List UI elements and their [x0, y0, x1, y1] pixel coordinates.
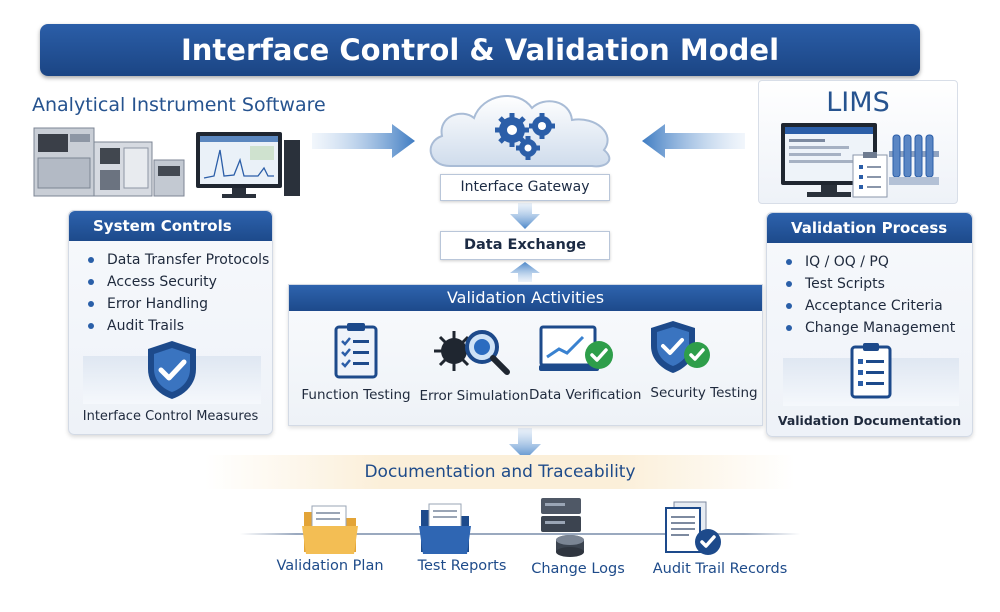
arrow-to-documentation — [509, 428, 541, 460]
list-item: Error Handling — [83, 293, 269, 315]
lims-panel: LIMS — [758, 80, 958, 204]
activity-function-testing: Function Testing — [301, 387, 411, 403]
lims-computer-icon — [781, 123, 939, 198]
virus-magnifier-icon — [434, 330, 510, 375]
list-item: IQ / OQ / PQ — [781, 251, 955, 273]
list-item: Test Scripts — [781, 273, 955, 295]
doc-validation-plan: Validation Plan — [276, 558, 384, 574]
instrument-software-title: Analytical Instrument Software — [32, 94, 326, 116]
cloud-gears-icon — [429, 94, 611, 168]
instrument-computer-icon — [33, 127, 300, 198]
validation-activities-panel: Validation Activities Function Testing E… — [288, 284, 763, 426]
server-icon — [541, 498, 584, 557]
documentation-band — [205, 455, 795, 489]
diagram-title: Interface Control & Validation Model — [40, 24, 920, 76]
shield-check-icon — [651, 321, 710, 373]
system-controls-caption: Interface Control Measures — [82, 409, 259, 424]
validation-process-card: Validation Process IQ / OQ / PQ Test Scr… — [766, 212, 973, 437]
validation-process-caption: Validation Documentation — [777, 413, 962, 428]
system-controls-card: System Controls Data Transfer Protocols … — [68, 210, 273, 435]
data-exchange-box: Data Exchange — [440, 231, 610, 260]
shield-check-icon — [148, 341, 196, 399]
doc-change-logs: Change Logs — [531, 561, 625, 577]
instrument-software-panel: Analytical Instrument Software — [20, 90, 326, 205]
system-controls-heading: System Controls — [69, 211, 272, 241]
activity-error-simulation: Error Simulation — [419, 388, 529, 404]
system-controls-list: Data Transfer Protocols Access Security … — [83, 249, 269, 337]
validation-process-heading: Validation Process — [767, 213, 972, 243]
list-item: Audit Trails — [83, 315, 269, 337]
validation-activities-heading: Validation Activities — [289, 285, 762, 311]
interface-gateway-box: Interface Gateway — [440, 174, 610, 201]
clipboard-icon — [334, 323, 378, 379]
doc-test-reports: Test Reports — [417, 558, 507, 574]
arrow-lims-to-cloud — [642, 124, 745, 158]
arrow-activities-to-exchange — [510, 262, 540, 282]
documentation-divider — [240, 533, 800, 535]
activity-security-testing: Security Testing — [650, 385, 758, 401]
list-item: Data Transfer Protocols — [83, 249, 269, 271]
validation-process-list: IQ / OQ / PQ Test Scripts Acceptance Cri… — [781, 251, 955, 339]
clipboard-icon — [850, 343, 892, 399]
activity-data-verification: Data Verification — [529, 387, 642, 403]
folder-icon — [302, 505, 358, 554]
documentation-heading: Documentation and Traceability — [364, 462, 636, 482]
lims-title: LIMS — [826, 87, 890, 118]
list-item: Acceptance Criteria — [781, 295, 955, 317]
chart-check-icon — [539, 325, 613, 371]
document-check-icon — [665, 501, 721, 555]
arrow-gateway-to-exchange — [510, 203, 540, 229]
doc-audit-trail-records: Audit Trail Records — [652, 561, 788, 577]
list-item: Access Security — [83, 271, 269, 293]
arrow-instrument-to-cloud — [312, 124, 415, 158]
folder-documents-icon — [419, 503, 471, 554]
list-item: Change Management — [781, 317, 955, 339]
